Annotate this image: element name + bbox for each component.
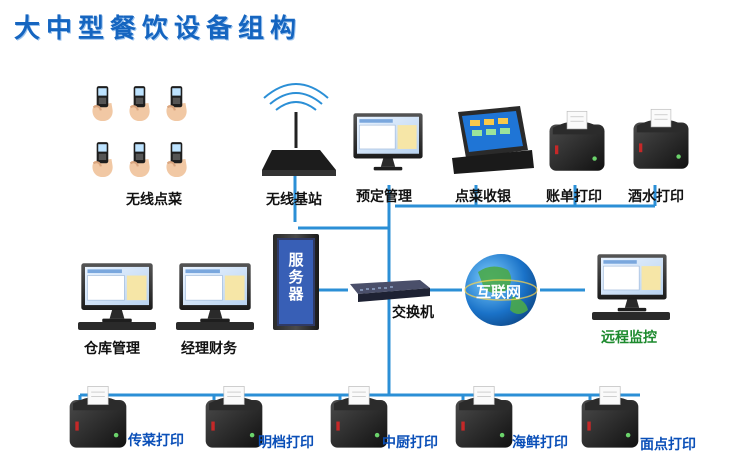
label-ordering-cashier: 点菜收银 bbox=[455, 186, 511, 206]
label-serving-printing: 传菜打印 bbox=[128, 430, 184, 450]
label-warehouse-management: 仓库管理 bbox=[84, 338, 140, 358]
label-reservation-management: 预定管理 bbox=[356, 186, 412, 206]
label-server: 服务器 bbox=[283, 252, 309, 303]
network-switch-icon bbox=[350, 280, 430, 302]
keyboard-icon bbox=[592, 312, 670, 320]
handheld-terminal-icon-group bbox=[92, 86, 186, 177]
receipt-printer-icon bbox=[634, 109, 689, 168]
desktop-monitor-icon bbox=[179, 263, 250, 322]
label-seafood-printing: 海鲜打印 bbox=[512, 432, 568, 452]
desktop-monitor-icon bbox=[597, 254, 666, 311]
label-switch: 交换机 bbox=[392, 302, 434, 322]
handheld-terminal-icon bbox=[92, 86, 112, 121]
label-internet: 互联网 bbox=[476, 281, 521, 302]
desktop-monitor-icon bbox=[353, 113, 422, 170]
keyboard-icon bbox=[78, 322, 156, 330]
pos-terminal-icon bbox=[452, 106, 534, 174]
label-manager-finance: 经理财务 bbox=[181, 338, 237, 358]
wireless-router-icon bbox=[262, 84, 336, 176]
handheld-terminal-icon bbox=[166, 142, 186, 177]
handheld-terminal-icon bbox=[129, 142, 149, 177]
label-wireless-base-station: 无线基站 bbox=[266, 189, 322, 209]
label-drinks-printing: 酒水打印 bbox=[628, 186, 684, 206]
receipt-printer-icon bbox=[550, 111, 605, 170]
desktop-monitor-icon bbox=[81, 263, 152, 322]
label-remote-monitoring: 远程监控 bbox=[601, 327, 657, 347]
label-bill-printing: 账单打印 bbox=[546, 186, 602, 206]
handheld-terminal-icon bbox=[129, 86, 149, 121]
diagram-title: 大中型餐饮设备组构 bbox=[14, 8, 302, 45]
label-open-station-printing: 明档打印 bbox=[258, 432, 314, 452]
label-wireless-ordering: 无线点菜 bbox=[126, 189, 182, 209]
label-noodle-printing: 面点打印 bbox=[640, 434, 696, 454]
handheld-terminal-icon bbox=[92, 142, 112, 177]
keyboard-icon bbox=[176, 322, 254, 330]
label-kitchen-printing: 中厨打印 bbox=[382, 432, 438, 452]
handheld-terminal-icon bbox=[166, 86, 186, 121]
